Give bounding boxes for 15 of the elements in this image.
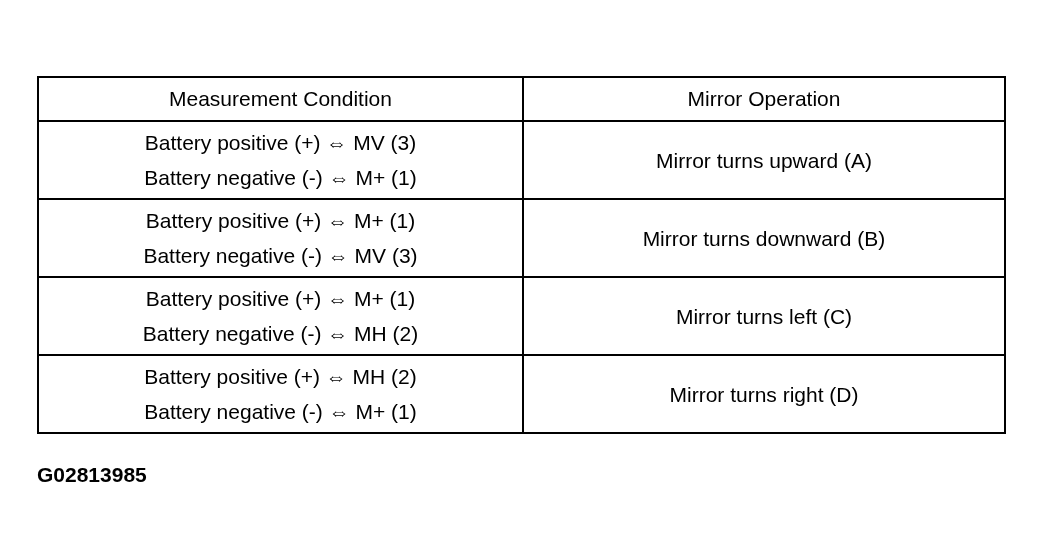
condition-text: Battery negative (-) ⇔ M+ (1) <box>144 165 417 191</box>
condition-text: Battery negative (-) ⇔ MH (2) <box>142 321 419 347</box>
condition-text: Battery negative (-) ⇔ M+ (1) <box>144 399 417 425</box>
condition-text: Battery positive (+) ⇔ MH (2) <box>144 364 417 390</box>
column-header: Mirror Operation <box>687 87 841 111</box>
operation-text: Mirror turns upward (A) <box>656 147 872 174</box>
operation-text: Mirror turns downward (B) <box>642 225 886 252</box>
condition-text: Battery positive (+) ⇔ MV (3) <box>144 130 417 156</box>
operation-text: Mirror turns left (C) <box>675 303 853 330</box>
figure-number: G02813985 <box>37 463 147 487</box>
condition-text: Battery positive (+) ⇔ M+ (1) <box>145 286 416 312</box>
condition-text: Battery negative (-) ⇔ MV (3) <box>143 243 418 269</box>
condition-text: Battery positive (+) ⇔ M+ (1) <box>145 208 416 234</box>
operation-text: Mirror turns right (D) <box>669 381 859 408</box>
column-header: Measurement Condition <box>169 87 392 111</box>
